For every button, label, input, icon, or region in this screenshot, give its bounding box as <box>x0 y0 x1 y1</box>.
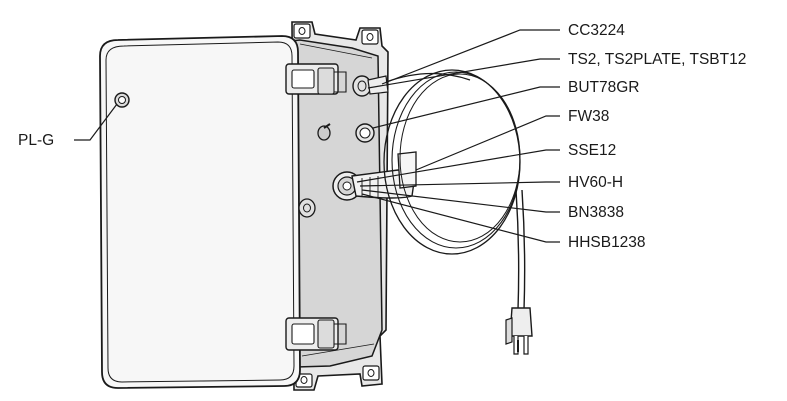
cord-connector-top <box>352 75 389 97</box>
plug-icon <box>505 307 533 355</box>
callout-ts2: TS2, TS2PLATE, TSBT12 <box>568 51 746 68</box>
callout-labels: PL-G CC3224 TS2, TS2PLATE, TSBT12 BUT78G… <box>18 22 746 251</box>
callout-sse12: SSE12 <box>568 142 616 159</box>
callout-hhsb1238: HHSB1238 <box>568 234 646 251</box>
pilot-light-icon <box>114 92 130 108</box>
callout-but78gr: BUT78GR <box>568 79 640 96</box>
leader-lines <box>74 29 560 243</box>
callout-pl-g: PL-G <box>18 132 54 149</box>
callout-bn3838: BN3838 <box>568 204 624 221</box>
callout-cc3224: CC3224 <box>568 22 625 39</box>
latch-bottom <box>285 317 347 351</box>
enclosure-door <box>99 35 316 389</box>
callout-fw38: FW38 <box>568 108 609 125</box>
toggle-switch-icon <box>317 123 331 141</box>
latch-top <box>285 63 347 95</box>
callout-hv60-h: HV60-H <box>568 174 623 191</box>
button-icon <box>355 123 375 143</box>
